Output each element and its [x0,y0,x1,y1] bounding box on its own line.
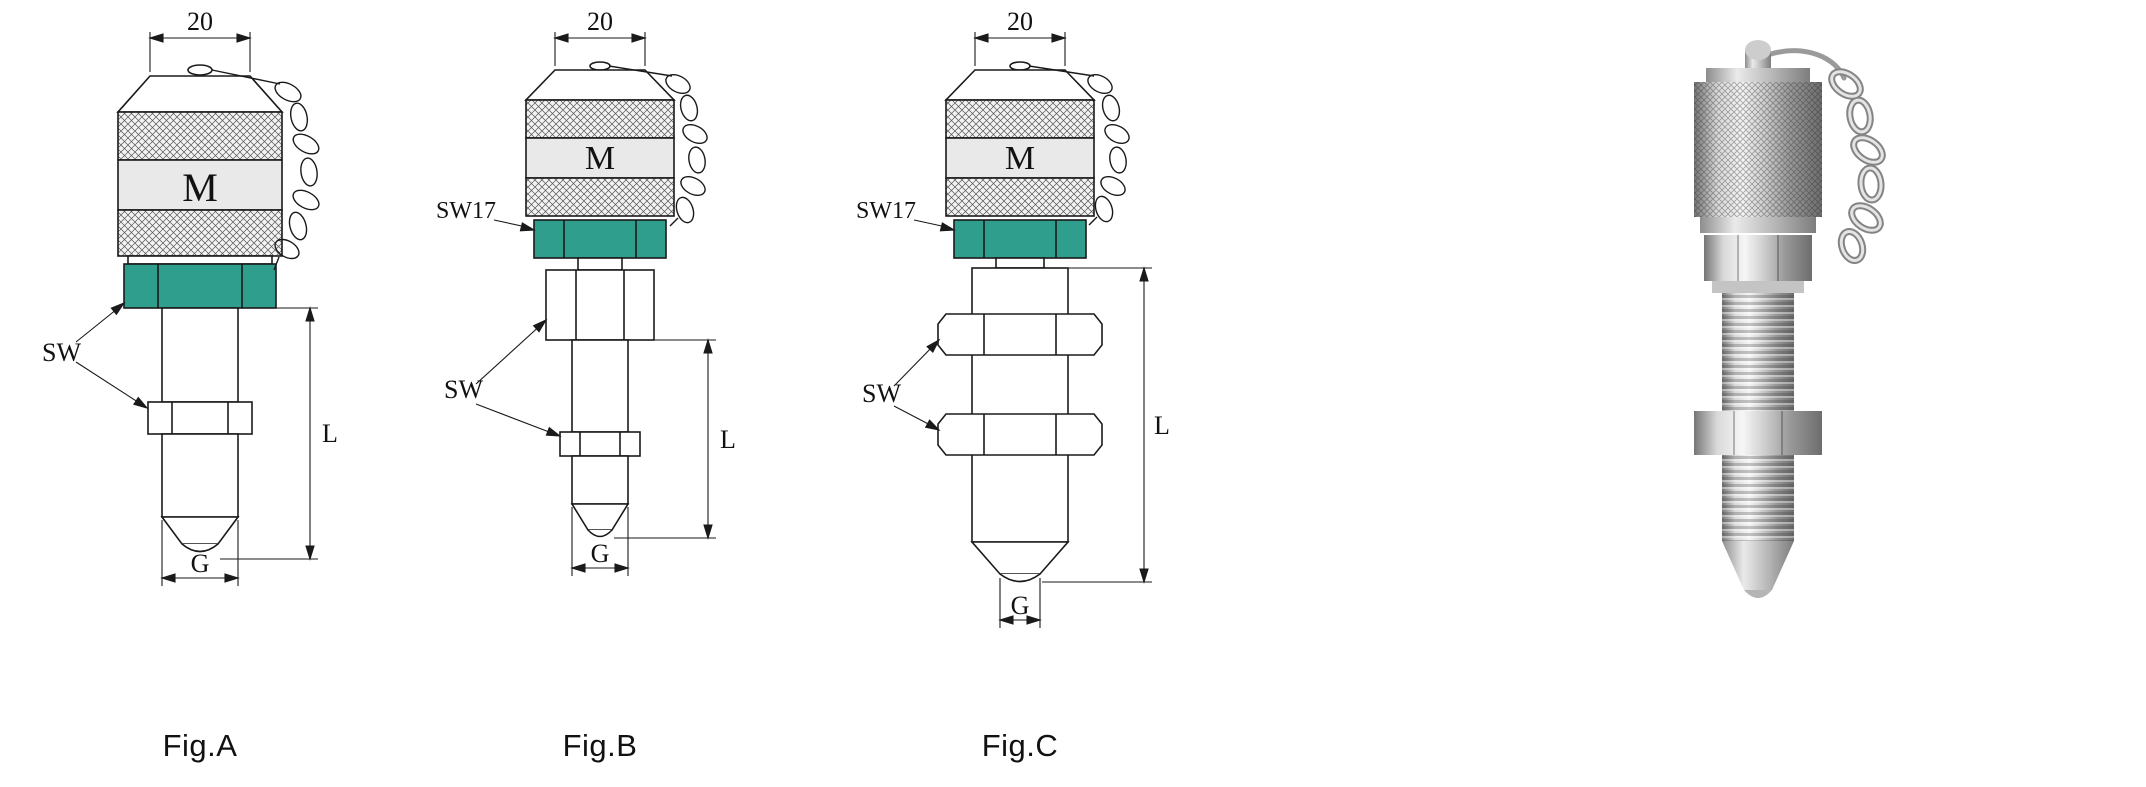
body-shaft [161,307,239,403]
photo-fitting [1694,40,1822,598]
hex-nut-teal [533,219,667,259]
fig-b-dimensions [475,32,716,576]
figure-c-caption: Fig.C [981,728,1059,763]
cap-label-band [945,137,1095,179]
locknut-2 [937,413,1103,456]
photo-chain [1768,48,1886,265]
cap-top [116,75,284,113]
body-shaft [971,267,1069,543]
fig-a-dimensions [75,32,318,586]
figure-b: 20 M SW17 SW G L Fig.B [430,12,770,764]
fig-a-chain [211,69,320,271]
cone-tip [570,503,630,531]
cap-knurl-band [525,177,675,217]
fig-b-labels: 20 M SW17 SW G L [436,12,736,568]
l-label: L [720,425,736,454]
sw-label: SW [862,379,901,408]
cap-knurl-band [945,99,1095,139]
figure-c: 20 M SW17 SW G L Fig.C [850,12,1190,764]
figure-a-caption: Fig.A [162,728,238,763]
fig-a-drawing: 20 M SW G L [42,12,338,586]
cap-label-m: M [585,140,615,177]
fig-a-part [116,64,284,553]
cone-tip [160,516,240,545]
cap-button [1009,61,1031,71]
photo-hex-nut-lower [1694,411,1822,455]
dim-label-20: 20 [1007,12,1033,36]
sw-label: SW [444,375,483,404]
body-shaft [571,339,629,433]
cap-top [944,69,1096,101]
fig-c-drawing: 20 M SW17 SW G L [856,12,1170,628]
cap-top [524,69,676,101]
fig-b-chain [608,65,708,227]
product-photo-image [1694,40,1886,598]
cap-button [187,64,213,76]
cap-knurl-band [117,209,283,257]
neck [577,257,623,271]
sw17-label: SW17 [436,198,496,224]
body-hex [147,401,253,435]
cap-label-band [117,159,283,211]
cap-knurl-band [945,177,1095,217]
fig-b-part [524,61,676,538]
fig-b-drawing: 20 M SW17 SW G L [436,12,736,576]
sw17-label: SW17 [856,198,916,224]
cone-tip [970,541,1070,575]
body-flange [559,431,641,457]
body-hex [545,269,655,341]
fig-c-chain [1028,65,1130,226]
g-label: G [191,549,210,578]
cap-knurl-band [525,99,675,139]
photo-cone-tip [1722,541,1794,590]
cap-label-band [525,137,675,179]
locknut-1 [937,313,1103,356]
figure-a: 20 M SW G L Fig.A [30,12,370,764]
l-label: L [1154,411,1170,440]
l-label: L [322,419,338,448]
fig-c-labels: 20 M SW17 SW G L [856,12,1170,620]
cap-label-m: M [1005,140,1035,177]
hex-nut-teal [123,263,277,309]
fig-a-labels: 20 M SW G L [42,12,338,578]
cap-button [589,61,611,71]
sw-label: SW [42,338,81,367]
cap-washer [127,255,273,265]
fig-c-dimensions [893,32,1152,628]
fig-c-part [937,61,1103,583]
figure-b-caption: Fig.B [562,728,638,763]
dim-label-20: 20 [587,12,613,36]
neck [995,257,1045,269]
g-label: G [1011,591,1030,620]
photo-hex-nut-upper [1704,235,1812,281]
cap-knurl-band [117,111,283,161]
product-photo [1638,22,1918,662]
dim-label-20: 20 [187,12,213,36]
cap-label-m: M [182,165,218,210]
g-label: G [591,539,610,568]
hex-nut-teal [953,219,1087,259]
